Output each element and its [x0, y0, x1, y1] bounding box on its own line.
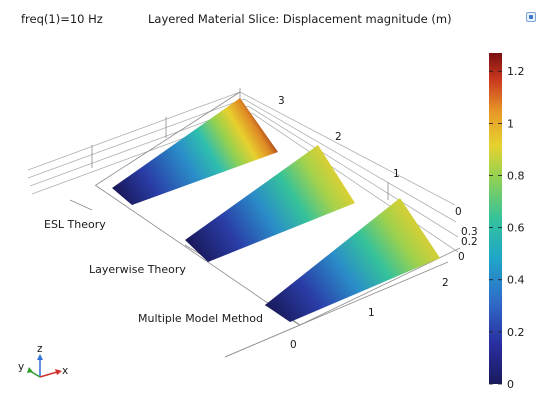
- model-labels: ESL Theory Layerwise Theory Multiple Mod…: [44, 218, 263, 325]
- slice-layerwise: [185, 145, 355, 262]
- triad-y-label: y: [18, 361, 24, 373]
- colorbar-tick-label: 1: [507, 117, 514, 130]
- slices: [112, 98, 440, 322]
- colorbar-gradient: [489, 53, 502, 384]
- z-tick-0.2: 0.2: [461, 236, 478, 248]
- slice-esl: [112, 98, 278, 205]
- z-tick-0-top: 0: [455, 206, 462, 218]
- colorbar-ticks: 1.2 1 0.8 0.6 0.4 0.2 0: [489, 65, 525, 391]
- y-tick-2: 2: [335, 131, 342, 143]
- colorbar-tick-label: 0.2: [507, 326, 525, 339]
- colorbar-tick-label: 1.2: [507, 65, 525, 78]
- x-tick-2: 2: [442, 277, 449, 289]
- y-tick-1: 1: [393, 168, 400, 180]
- x-tick-1: 1: [368, 307, 375, 319]
- slice-multiple-model: [265, 198, 440, 322]
- triad-x-axis: [39, 371, 58, 378]
- window-icon[interactable]: [526, 12, 536, 22]
- z-tick-0-bottom: 0: [458, 251, 465, 263]
- colorbar: 1.2 1 0.8 0.6 0.4 0.2 0: [489, 53, 525, 391]
- axis-ticks: 3 2 1 0 0.3 0.2 0 2 1 0: [278, 95, 478, 351]
- y-tick-3: 3: [278, 95, 285, 107]
- colorbar-tick-label: 0: [507, 378, 514, 391]
- triad-y-arrow-icon: [27, 367, 33, 373]
- label-esl: ESL Theory: [44, 218, 106, 231]
- colorbar-tick-label: 0.4: [507, 274, 525, 287]
- label-multiple-model: Multiple Model Method: [138, 312, 263, 325]
- label-layerwise: Layerwise Theory: [89, 263, 186, 276]
- triad-z-arrow-icon: [37, 354, 43, 360]
- z-tick-0.3: 0.3: [461, 226, 478, 238]
- grid-lines: [27, 88, 461, 358]
- triad-x-label: x: [62, 365, 68, 377]
- x-tick-0: 0: [290, 339, 297, 351]
- colorbar-tick-label: 0.8: [507, 169, 525, 182]
- axes-triad: z y x: [18, 343, 68, 378]
- triad-x-arrow-icon: [55, 369, 62, 375]
- plot-title: Layered Material Slice: Displacement mag…: [148, 12, 452, 26]
- frequency-label: freq(1)=10 Hz: [21, 12, 103, 26]
- colorbar-tick-label: 0.6: [507, 222, 525, 235]
- triad-z-label: z: [37, 343, 43, 355]
